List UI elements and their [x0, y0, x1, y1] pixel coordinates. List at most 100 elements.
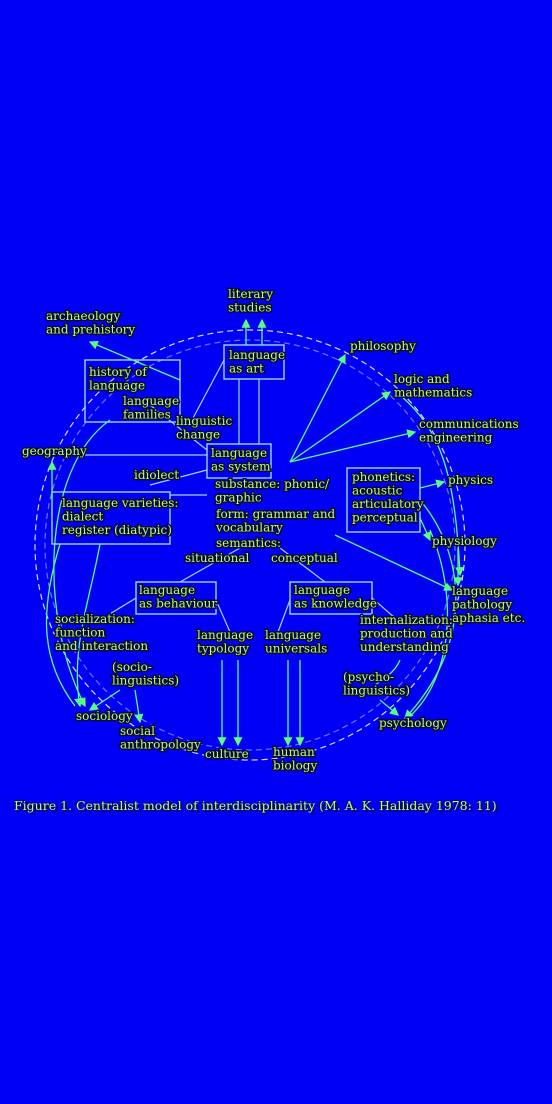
label-line: biology [273, 758, 317, 772]
label-line: socialization: [55, 612, 135, 626]
label-line: perceptual [352, 510, 418, 524]
label-line: linguistic [176, 414, 232, 428]
label-line: human [273, 745, 315, 759]
label-line: language [265, 628, 321, 642]
label-line: language varieties: [62, 496, 178, 510]
label-line: form: grammar and [216, 507, 336, 521]
label-line: aphasia etc. [452, 611, 525, 625]
label-line: anthropology [120, 737, 201, 751]
label-line: linguistics) [112, 673, 179, 687]
label-psycholinguistics: (psycho-linguistics) [343, 670, 410, 697]
connector-lines [45, 318, 465, 747]
label-physiology: physiology [432, 534, 497, 548]
label-line: dialect [62, 509, 103, 523]
label-line: conceptual [271, 551, 338, 565]
label-line: semantics: [216, 536, 281, 550]
label-line: typology [197, 641, 249, 655]
label-line: language [211, 446, 267, 460]
label-line: internalization: [360, 613, 453, 627]
label-line: register (diatypic) [62, 523, 172, 537]
label-line: language [229, 348, 285, 362]
label-line: language [197, 628, 253, 642]
label-line: as art [229, 361, 264, 375]
label-line: studies [228, 300, 272, 314]
label-sociology: sociology [76, 709, 133, 723]
label-line: articulatory [352, 497, 424, 511]
label-line: physiology [432, 534, 497, 548]
label-line: psychology [379, 716, 447, 730]
label-line: physics [448, 473, 493, 487]
label-line: philosophy [350, 339, 416, 353]
label-line: vocabulary [215, 520, 283, 534]
label-line: and interaction [55, 639, 148, 653]
label-line: social [120, 724, 155, 738]
label-line: function [55, 625, 106, 639]
label-line: (psycho- [343, 670, 394, 684]
label-idiolect: idiolect [134, 468, 179, 482]
label-sociolinguistics: (socio-linguistics) [112, 660, 179, 687]
label-line: acoustic [352, 483, 403, 497]
outer-circle [34, 329, 466, 761]
label-line: language [452, 584, 508, 598]
label-line: mathematics [394, 385, 472, 399]
label-line: logic and [394, 372, 450, 386]
label-line: graphic [215, 490, 262, 504]
label-line: geography [22, 444, 87, 458]
label-line: universals [265, 641, 327, 655]
figure-caption: Figure 1. Centralist model of interdisci… [14, 798, 497, 813]
label-line: literary [228, 287, 273, 301]
label-semantics: semantics: [216, 536, 281, 550]
label-line: and prehistory [46, 322, 135, 336]
box-language-varieties [51, 491, 171, 545]
label-line: production and [360, 626, 453, 640]
label-line: communications [419, 417, 519, 431]
label-line: change [176, 427, 220, 441]
label-conceptual: conceptual [271, 551, 338, 565]
label-culture: culture [205, 747, 249, 761]
label-line: phonetics: [352, 470, 415, 484]
label-line: as behaviour [139, 596, 217, 610]
label-situational: situational [185, 551, 249, 565]
label-line: linguistics) [343, 683, 410, 697]
label-substance: substance: phonic/graphic [215, 477, 330, 504]
label-line: idiolect [134, 468, 179, 482]
label-line: substance: phonic/ [215, 477, 330, 491]
label-line: as knowledge [294, 596, 377, 610]
label-line: history of [89, 365, 148, 379]
label-line: situational [185, 551, 249, 565]
label-line: pathology [452, 597, 512, 611]
label-line: language [139, 583, 195, 597]
label-line: sociology [76, 709, 133, 723]
label-line: understanding [360, 640, 449, 654]
label-line: engineering [419, 430, 493, 444]
label-philosophy: philosophy [350, 339, 416, 353]
label-geography: geography [22, 444, 87, 458]
label-line: families [123, 407, 171, 421]
label-line: (socio- [112, 660, 152, 674]
label-line: culture [205, 747, 249, 761]
label-physics: physics [448, 473, 493, 487]
label-line: as system [211, 459, 271, 473]
label-psychology: psychology [379, 716, 447, 730]
